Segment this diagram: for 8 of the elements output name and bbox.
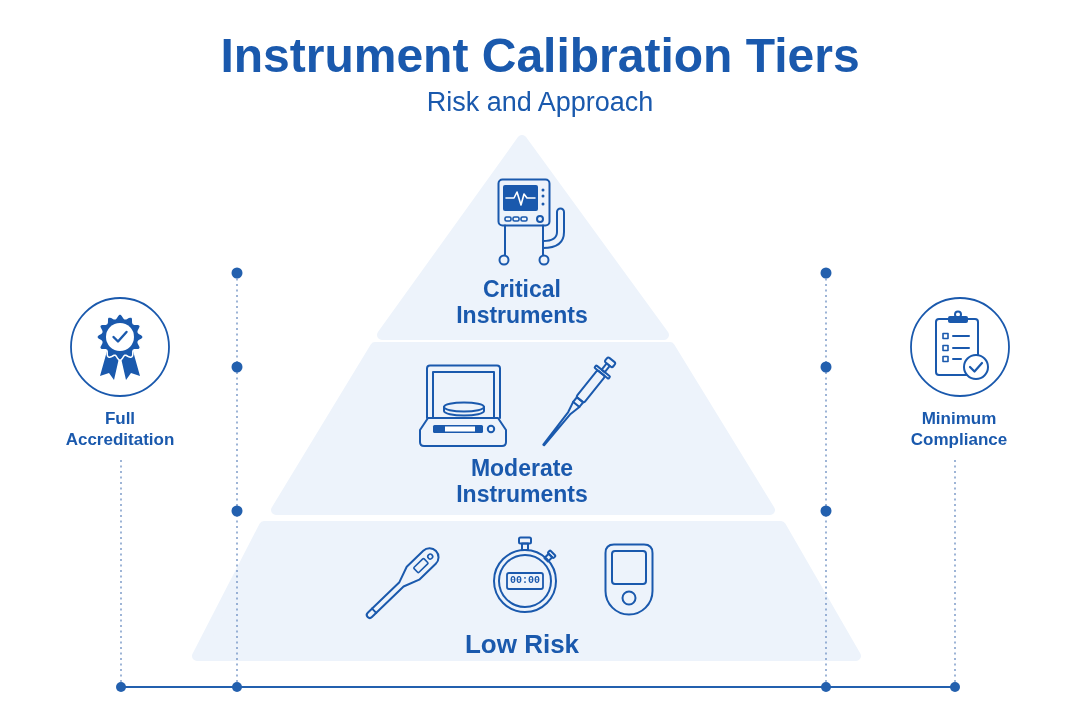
- tier-label: Critical Instruments: [456, 276, 588, 328]
- approach-label: Full Accreditation: [65, 408, 175, 450]
- subtitle: Risk and Approach: [426, 87, 654, 118]
- tier-label: Low Risk: [464, 629, 580, 659]
- approach-label: Minimum Compliance: [910, 408, 1008, 450]
- tier-label: Moderate Instruments: [456, 455, 588, 507]
- timer-display-text: 00:00: [510, 575, 540, 587]
- title: Instrument Calibration Tiers: [220, 28, 860, 83]
